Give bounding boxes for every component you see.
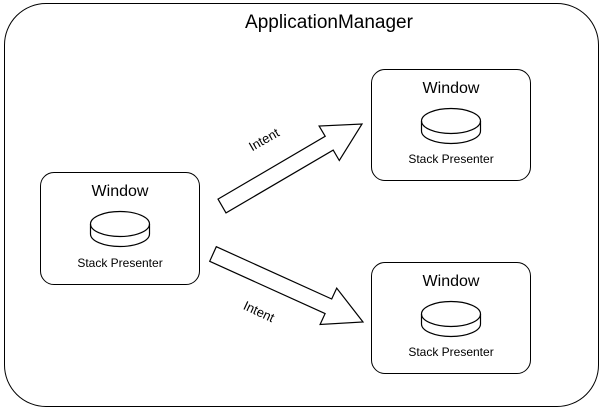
cylinder-icon [89, 210, 151, 248]
window-box-top-right: Window Stack Presenter [371, 69, 531, 181]
stack-presenter-label: Stack Presenter [408, 152, 494, 166]
window-label: Window [422, 80, 480, 97]
application-manager-label: ApplicationManager [245, 12, 413, 33]
stack-presenter-label: Stack Presenter [408, 345, 494, 359]
window-label: Window [91, 183, 149, 200]
cylinder-icon [420, 107, 482, 144]
window-box-left: Window Stack Presenter [40, 172, 200, 285]
window-box-bottom-right: Window Stack Presenter [371, 262, 531, 374]
window-label: Window [422, 273, 480, 290]
cylinder-icon [420, 300, 482, 337]
stack-presenter-label: Stack Presenter [77, 256, 163, 270]
